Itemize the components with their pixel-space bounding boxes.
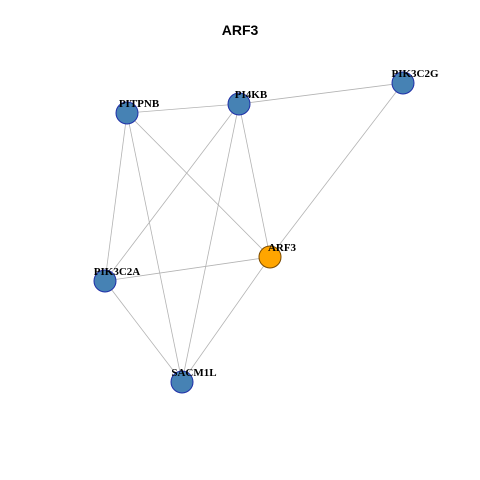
node-arf3 [258, 245, 282, 269]
node-label-arf3: ARF3 [268, 242, 297, 254]
edge-pi4kb-pik3c2g [238, 82, 404, 105]
edge-pitpnb-pik3c2a [104, 112, 128, 282]
node-label-pik3c2a: PIK3C2A [94, 266, 141, 278]
node-label-pi4kb: PI4KB [235, 89, 268, 101]
node-label-sacm1l: SACM1L [171, 367, 216, 379]
edge-pik3c2a-arf3 [104, 256, 271, 282]
nodes-layer [93, 71, 415, 394]
node-pik3c2g [391, 71, 415, 95]
graph-title: ARF3 [221, 22, 259, 38]
edge-pik3c2g-arf3 [269, 82, 404, 258]
node-label-pik3c2g: PIK3C2G [391, 68, 439, 80]
edge-pi4kb-arf3 [238, 103, 271, 258]
node-label-pitpnb: PITPNB [119, 98, 160, 110]
edge-pitpnb-sacm1l [126, 112, 183, 383]
edge-pi4kb-sacm1l [181, 103, 240, 383]
edge-pi4kb-pik3c2a [104, 103, 240, 282]
edge-arf3-sacm1l [181, 256, 271, 383]
edges-layer [104, 82, 404, 383]
edge-pitpnb-arf3 [126, 112, 271, 258]
node-pik3c2a [93, 269, 117, 293]
node-pi4kb [227, 92, 251, 116]
node-pitpnb [115, 101, 139, 125]
edge-pik3c2a-sacm1l [104, 280, 183, 383]
node-sacm1l [170, 370, 194, 394]
edge-pitpnb-pi4kb [126, 103, 240, 114]
